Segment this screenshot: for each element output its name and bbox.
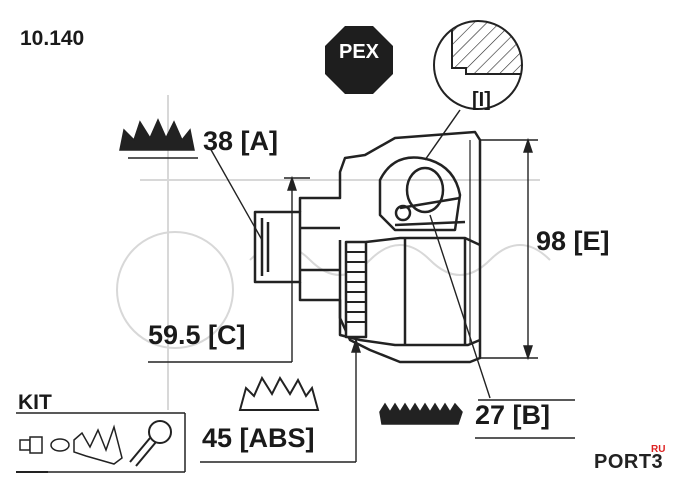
dimension-a-label: 38 [A] [203,126,279,156]
watermark-logo: PORT3 [594,451,664,473]
dimension-e-label: 98 [E] [536,226,610,256]
dimension-lines [128,137,575,463]
dimension-c-label: 59.5 [C] [148,320,246,350]
pex-logo-text: PEX [338,41,380,63]
joint-body [253,130,482,364]
part-number: 10.140 [20,27,85,50]
watermark-ru: RU [651,444,666,455]
cable-tie-icon [129,420,172,467]
boot-icon [73,424,123,465]
dimension-b-label: 27 [B] [475,400,551,430]
kit-label: KIT [18,391,52,414]
abs-ring-icon [238,375,320,411]
pex-brand-badge [325,26,393,94]
splines-b-icon [379,402,463,425]
cv-joint-icon [19,436,43,454]
clamp-icon [50,438,70,452]
detail-i-label: [I] [472,89,491,111]
dimension-abs-label: 45 [ABS] [202,423,315,453]
splines-a-icon [119,118,195,151]
